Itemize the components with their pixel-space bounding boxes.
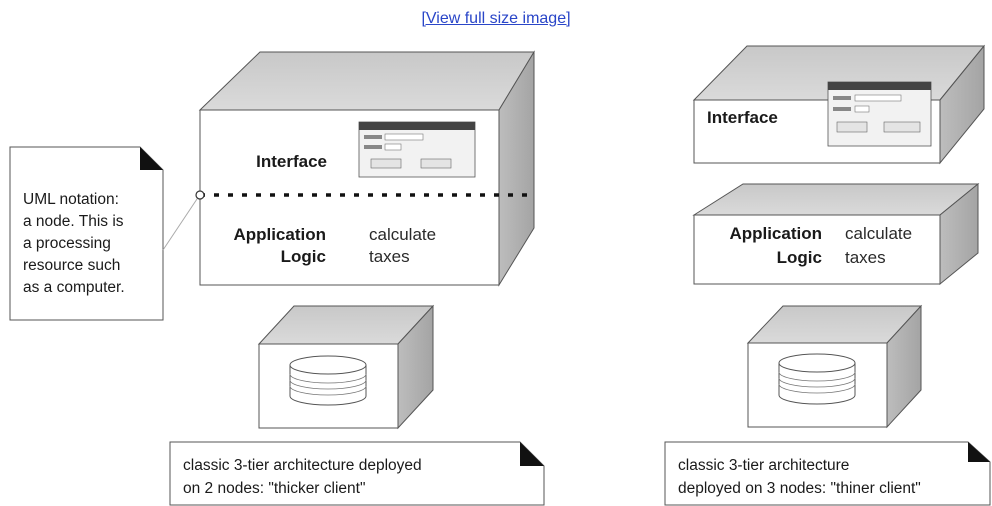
node-top-face [692,183,980,216]
node-front-face [693,214,941,285]
database-node-left [257,304,435,430]
database-icon [289,355,367,406]
interface-label: Interface [707,108,778,127]
two-node-note-line-2: on 2 nodes: "thicker client" [183,480,365,497]
logic-label: Logic [281,247,326,266]
three-node-note-line-2: deployed on 3 nodes: "thiner client" [678,480,921,497]
three-node-note: classic 3-tier architecture deployed on … [664,441,991,506]
application-label: Application [729,224,822,243]
three-node-note-line-1: classic 3-tier architecture [678,457,849,474]
note-fold [520,442,544,466]
calculate-label: calculate [369,225,436,244]
calculate-label: calculate [845,224,912,243]
two-node-note-line-1: classic 3-tier architecture deployed [183,457,422,474]
node-top-face [198,51,535,111]
app-logic-node-right: Application Logic calculate taxes [692,182,980,286]
interface-window-thumbnail [827,81,932,147]
view-full-size-link[interactable]: [View full size image] [421,10,571,27]
interface-window-thumbnail [358,121,476,178]
database-node-right [746,304,923,429]
uml-note-line-3: a processing [23,235,111,252]
interface-label: Interface [256,152,327,171]
logic-label: Logic [777,248,822,267]
interface-node-right: Interface [692,44,986,165]
note-anchor-point [195,190,205,200]
note-body [664,441,991,506]
note-fold [968,442,990,462]
note-fold [140,147,163,170]
taxes-label: taxes [369,247,410,266]
note-body [9,146,164,321]
taxes-label: taxes [845,248,886,267]
uml-note-line-4: resource such [23,257,120,274]
uml-note-line-2: a node. This is [23,213,124,230]
note-body [169,441,545,506]
note-anchor-line [162,195,200,251]
uml-note-line-1: UML notation: [23,191,119,208]
uml-notation-note: UML notation: a node. This is a processi… [9,146,164,321]
two-node-note: classic 3-tier architecture deployed on … [169,441,545,506]
database-icon [778,353,856,405]
client-node-left: Interface Application Logic calculate ta… [198,50,535,287]
uml-note-line-5: as a computer. [23,279,125,296]
application-label: Application [233,225,326,244]
